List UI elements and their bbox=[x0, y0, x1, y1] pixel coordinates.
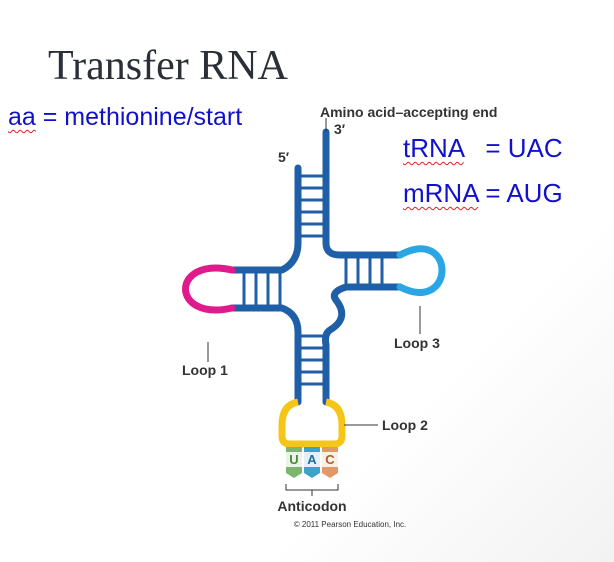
base-a-letter: A bbox=[307, 452, 317, 467]
loop-3-shape bbox=[396, 245, 446, 296]
mrna-value: = AUG bbox=[478, 178, 563, 208]
amino-acid-note: aa = methionine/start bbox=[8, 103, 242, 132]
mrna-codon-note: mRNA = AUG bbox=[403, 178, 563, 209]
base-a-label-bg bbox=[304, 452, 320, 467]
trna-codon-note: tRNA = UAC bbox=[403, 133, 563, 164]
base-u-letter: U bbox=[289, 452, 298, 467]
trna-value: = UAC bbox=[463, 133, 563, 163]
aa-description: = methionine/start bbox=[35, 103, 243, 131]
loop-1-shape bbox=[182, 264, 236, 314]
base-c-letter: C bbox=[325, 452, 335, 467]
aa-abbrev: aa bbox=[8, 103, 36, 131]
copyright-notice: © 2011 Pearson Education, Inc. bbox=[294, 520, 406, 529]
loop1-label: Loop 1 bbox=[182, 362, 228, 378]
base-pair-rungs bbox=[242, 174, 384, 386]
base-u-label-bg bbox=[286, 452, 302, 467]
label-leader-lines bbox=[207, 118, 421, 496]
loop-2-shape bbox=[278, 398, 346, 448]
trna-label: tRNA bbox=[403, 133, 464, 163]
anticodon-label: Anticodon bbox=[277, 498, 346, 514]
acceptor-end-label: Amino acid–accepting end bbox=[320, 104, 497, 120]
loop2-label: Loop 2 bbox=[382, 417, 428, 433]
loop3-label: Loop 3 bbox=[394, 335, 440, 351]
anticodon-bases: U A C bbox=[286, 447, 338, 478]
five-prime-label: 5′ bbox=[278, 149, 290, 165]
slide-title: Transfer RNA bbox=[48, 43, 288, 89]
mrna-label: mRNA bbox=[403, 178, 479, 208]
base-c-label-bg bbox=[322, 452, 338, 467]
three-prime-label: 3′ bbox=[334, 121, 346, 137]
right-arm-lower-strand bbox=[322, 283, 404, 394]
junction-upper-right bbox=[322, 239, 404, 259]
left-arm-lower-strand bbox=[228, 304, 302, 394]
anticodon-bracket bbox=[285, 484, 339, 496]
junction-upper-left bbox=[228, 239, 302, 274]
